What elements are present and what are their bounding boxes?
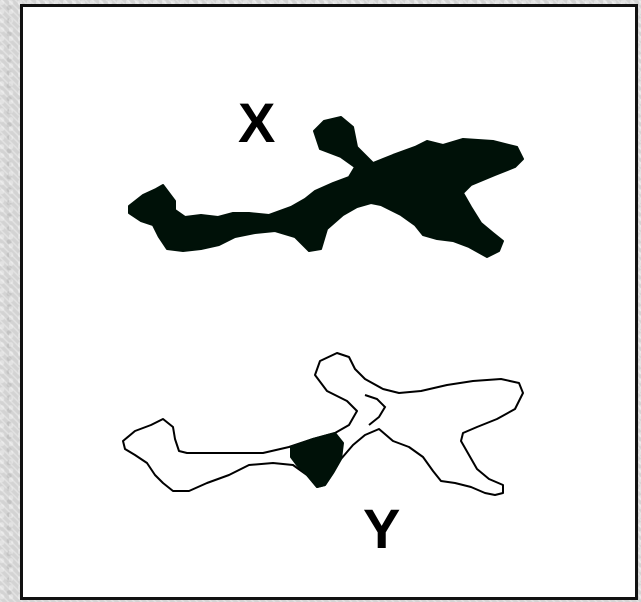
label-y: Y: [363, 501, 400, 557]
shape-x-filled: [129, 117, 523, 257]
diagram-canvas: [23, 7, 635, 597]
label-x: X: [238, 95, 275, 151]
diagram-panel: X Y: [20, 4, 638, 600]
shape-y-shaded-region: [291, 433, 343, 487]
